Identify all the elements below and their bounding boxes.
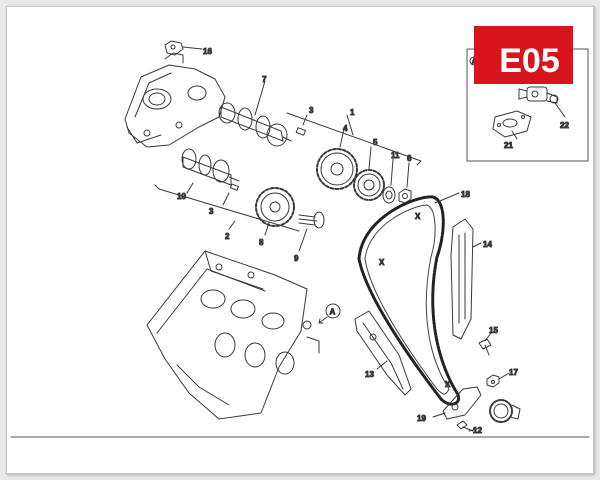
gasket-part (492, 110, 532, 138)
callout-5: 5 (373, 138, 378, 147)
camshaft-upper (218, 102, 292, 147)
chain-mark-bottom: X (445, 380, 451, 389)
cylinder-head (146, 250, 320, 420)
view-marker-letter: A (330, 308, 336, 317)
washer-11 (382, 186, 396, 204)
callout-1: 1 (350, 108, 355, 117)
leader-22 (554, 102, 566, 118)
bolt-9 (298, 211, 325, 229)
gear-4 (316, 148, 358, 190)
leader-1 (346, 114, 354, 136)
callout-21: 21 (504, 141, 513, 150)
tensioner-guide-13 (354, 310, 412, 396)
callout-18: 18 (461, 190, 470, 199)
chain-mark-top: X (415, 212, 421, 221)
callout-14: 14 (483, 240, 492, 249)
cam-housing (124, 52, 226, 148)
callout-9: 9 (294, 254, 299, 263)
timing-chain-inner (364, 204, 450, 395)
callout-2: 2 (225, 232, 230, 241)
leader-21 (511, 130, 518, 140)
chain-mark-left: X (379, 258, 385, 267)
leader-8 (264, 222, 270, 236)
leader-12 (468, 428, 478, 432)
leader-2 (228, 220, 236, 230)
lower-sprocket (489, 399, 521, 423)
exploded-parts-diagram: A 22 21 (10, 26, 590, 438)
chain-guide-14 (450, 218, 474, 340)
leader-16 (182, 46, 203, 50)
leader-3a (302, 114, 308, 126)
key-upper (295, 127, 306, 136)
timing-chain (357, 195, 460, 406)
callout-16: 16 (203, 47, 212, 56)
callout-6: 6 (407, 154, 412, 163)
callout-15: 15 (489, 326, 498, 335)
callout-13: 13 (365, 370, 374, 379)
leader-15 (484, 332, 492, 342)
nut-6 (398, 188, 412, 204)
callout-19: 19 (417, 414, 426, 423)
leader-9 (298, 228, 308, 252)
leader-7 (254, 80, 266, 116)
callout-12: 12 (473, 426, 482, 435)
callout-4: 4 (343, 124, 348, 133)
bracket-19 (442, 386, 482, 420)
callout-7: 7 (262, 75, 267, 84)
leader-18 (434, 192, 460, 204)
section-code-badge-bg (474, 26, 573, 84)
leader-17 (498, 372, 510, 380)
gear-5 (353, 169, 385, 201)
callout-8: 8 (259, 238, 264, 247)
view-marker-circle (325, 303, 341, 319)
part-16-clip (164, 40, 184, 56)
leader-6 (406, 162, 410, 188)
bolt-12 (456, 420, 474, 432)
key-lower (229, 183, 239, 191)
bracket-2 (154, 184, 300, 232)
leader-4 (339, 128, 345, 148)
bracket-1 (286, 112, 422, 166)
callout-22: 22 (560, 121, 569, 130)
view-marker-arrow (318, 316, 328, 324)
leader-19 (432, 412, 446, 418)
leader-3b (222, 192, 230, 206)
leader-10 (186, 182, 194, 194)
diagram-frame: A 22 21 (6, 6, 594, 474)
sensor-part (518, 86, 559, 104)
callout-10: 10 (177, 192, 186, 201)
leader-14 (472, 242, 482, 248)
callout-17: 17 (509, 368, 518, 377)
callout-3-lower: 3 (209, 207, 214, 216)
gear-8 (255, 187, 295, 227)
callout-3-upper: 3 (309, 106, 314, 115)
washer-17 (486, 374, 500, 388)
bolt-15 (478, 338, 492, 356)
section-code-badge: E05 (499, 41, 560, 80)
leader-13 (376, 360, 388, 370)
camshaft-lower (181, 148, 240, 186)
leader-5 (368, 146, 372, 170)
leader-11 (390, 158, 394, 186)
callout-11: 11 (391, 151, 400, 160)
